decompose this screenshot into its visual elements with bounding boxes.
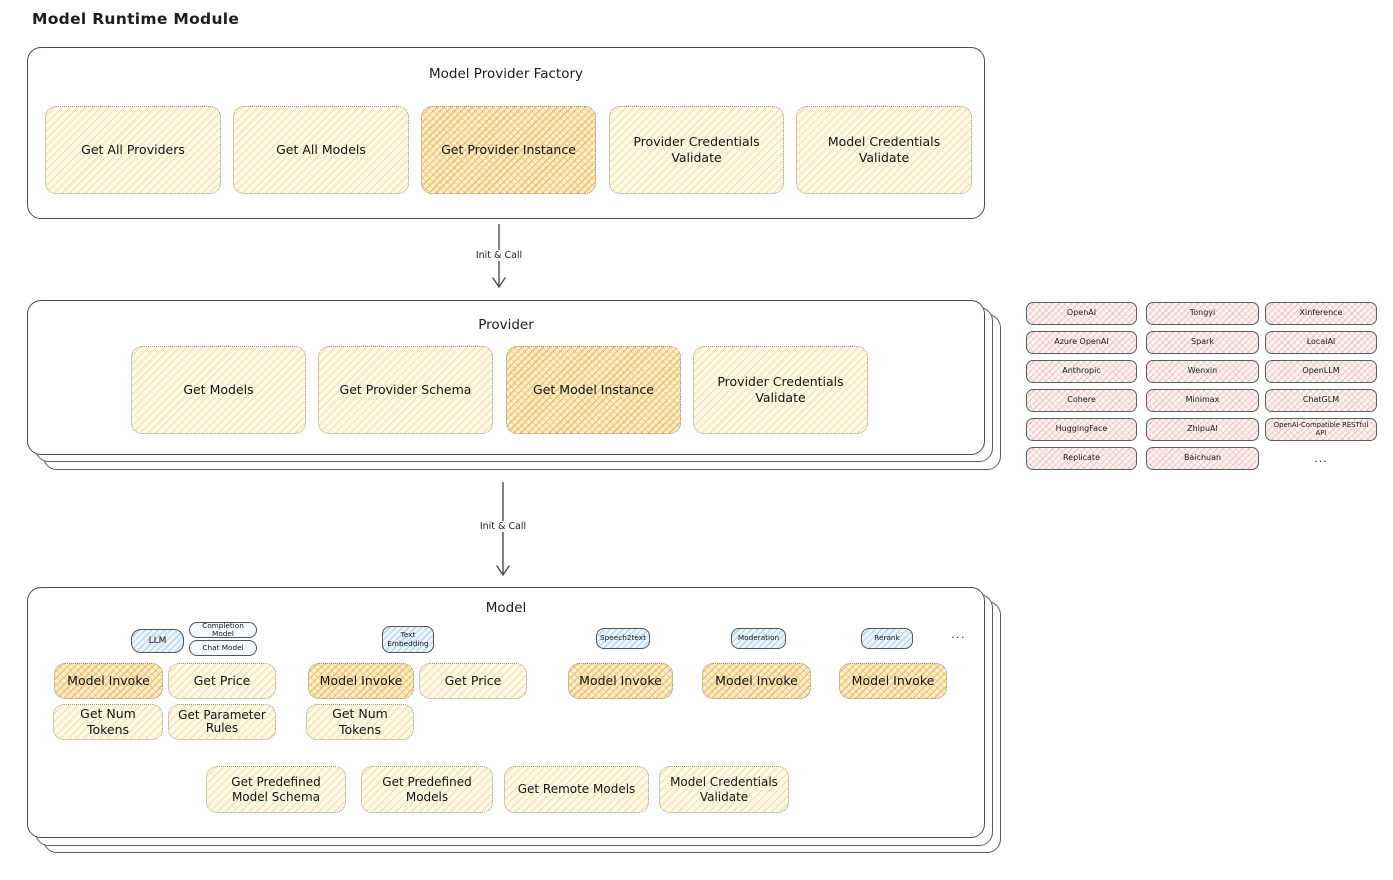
provider-box: Provider Get Models Get Provider Schema … [27, 300, 985, 455]
model-type-text-embedding-chip: Text Embedding [382, 626, 434, 653]
down-arrow-icon [496, 482, 510, 577]
embedding-model-invoke-shape: Model Invoke [308, 663, 414, 699]
provider-credentials-validate-shape-2: Provider Credentials Validate [693, 346, 868, 434]
factory-box-title: Model Provider Factory [428, 66, 583, 82]
get-predefined-model-schema-shape: Get Predefined Model Schema [206, 766, 346, 813]
model-type-completion-chip: Completion Model [189, 621, 257, 638]
model-type-speech2text-chip: Speech2text [596, 628, 650, 649]
get-remote-models-shape: Get Remote Models [504, 766, 649, 813]
provider-list-more: ... [1314, 452, 1328, 465]
provider-item-azure-openai: Azure OpenAI [1026, 331, 1137, 354]
get-provider-schema-shape: Get Provider Schema [318, 346, 493, 434]
provider-item-openai-compatible: OpenAI-Compatible RESTful API [1265, 418, 1377, 441]
embedding-get-price-shape: Get Price [419, 663, 527, 699]
get-provider-instance-shape: Get Provider Instance [421, 106, 596, 194]
provider-item-openai: OpenAI [1026, 302, 1137, 325]
llm-get-num-tokens-shape: Get Num Tokens [53, 704, 163, 740]
provider-list-column-3: Xinference LocalAI OpenLLM ChatGLM OpenA… [1265, 302, 1377, 470]
model-box: Model LLM Completion Model Chat Model Te… [27, 587, 985, 838]
provider-item-openllm: OpenLLM [1265, 360, 1377, 383]
provider-item-zhipuai: ZhipuAI [1146, 418, 1259, 441]
speech2text-model-invoke-shape: Model Invoke [568, 663, 673, 699]
provider-item-huggingface: HuggingFace [1026, 418, 1137, 441]
llm-get-price-shape: Get Price [168, 663, 276, 699]
provider-item-replicate: Replicate [1026, 447, 1137, 470]
embedding-get-num-tokens-shape: Get Num Tokens [306, 704, 414, 740]
provider-box-title: Provider [478, 317, 534, 333]
provider-item-spark: Spark [1146, 331, 1259, 354]
get-all-providers-shape: Get All Providers [45, 106, 221, 194]
provider-item-baichuan: Baichuan [1146, 447, 1259, 470]
model-credentials-validate-shape: Model Credentials Validate [796, 106, 972, 194]
get-models-shape: Get Models [131, 346, 306, 434]
model-type-llm-chip: LLM [131, 629, 184, 653]
rerank-model-invoke-shape: Model Invoke [839, 663, 947, 699]
provider-item-chatglm: ChatGLM [1265, 389, 1377, 412]
model-type-moderation-chip: Moderation [731, 628, 786, 649]
provider-item-localai: LocalAI [1265, 331, 1377, 354]
model-credentials-validate-shape-2: Model Credentials Validate [659, 766, 789, 813]
provider-credentials-validate-shape: Provider Credentials Validate [609, 106, 784, 194]
get-model-instance-shape: Get Model Instance [506, 346, 681, 434]
llm-get-parameter-rules-shape: Get Parameter Rules [168, 704, 276, 740]
provider-item-anthropic: Anthropic [1026, 360, 1137, 383]
provider-item-tongyi: Tongyi [1146, 302, 1259, 325]
arrow-factory-to-provider [489, 224, 509, 298]
arrow-label-init-call-1: Init & Call [471, 250, 527, 261]
provider-item-xinference: Xinference [1265, 302, 1377, 325]
arrow-provider-to-model [493, 482, 513, 586]
model-box-title: Model [485, 600, 527, 616]
model-type-chat-chip: Chat Model [189, 640, 257, 656]
factory-box: Model Provider Factory Get All Providers… [27, 47, 985, 219]
model-type-rerank-chip: Rerank [861, 628, 913, 649]
provider-list-column-1: OpenAI Azure OpenAI Anthropic Cohere Hug… [1026, 302, 1137, 470]
provider-item-minimax: Minimax [1146, 389, 1259, 412]
get-all-models-shape: Get All Models [233, 106, 409, 194]
provider-item-wenxin: Wenxin [1146, 360, 1259, 383]
model-types-more: ... [951, 628, 966, 641]
moderation-model-invoke-shape: Model Invoke [702, 663, 811, 699]
provider-item-cohere: Cohere [1026, 389, 1137, 412]
get-predefined-models-shape: Get Predefined Models [361, 766, 493, 813]
arrow-label-init-call-2: Init & Call [475, 521, 531, 532]
page-title: Model Runtime Module [32, 10, 240, 28]
provider-list-column-2: Tongyi Spark Wenxin Minimax ZhipuAI Baic… [1146, 302, 1259, 470]
llm-model-invoke-shape: Model Invoke [54, 663, 163, 699]
